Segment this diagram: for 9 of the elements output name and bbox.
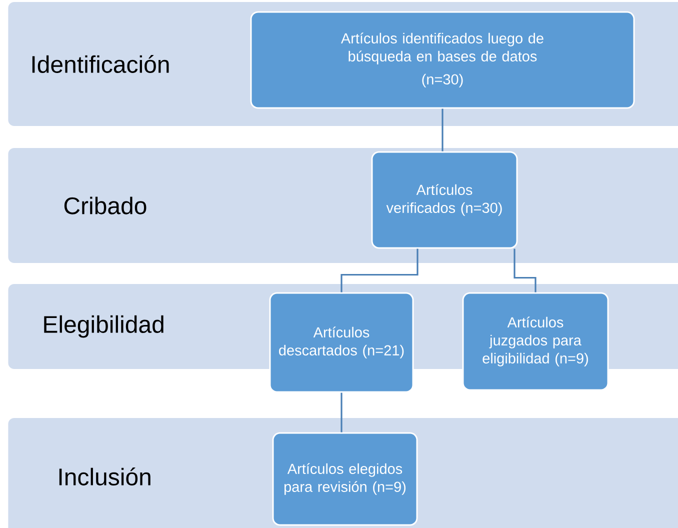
process-box: Artículos identificados luego de búsqueda en bases de datos (n=30) [250, 11, 635, 109]
connector-line [514, 248, 536, 292]
connector-line [442, 108, 444, 152]
process-box: Artículos verificados (n=30) [371, 151, 518, 249]
process-box: Artículos descartados (n=21) [269, 292, 414, 393]
connector-line [340, 248, 418, 292]
connector-line [340, 392, 342, 432]
process-box: Artículos juzgados para eligibilidad (n=9) [462, 292, 609, 391]
process-box: Artículos elegidos para revisión (n=9) [272, 432, 418, 526]
